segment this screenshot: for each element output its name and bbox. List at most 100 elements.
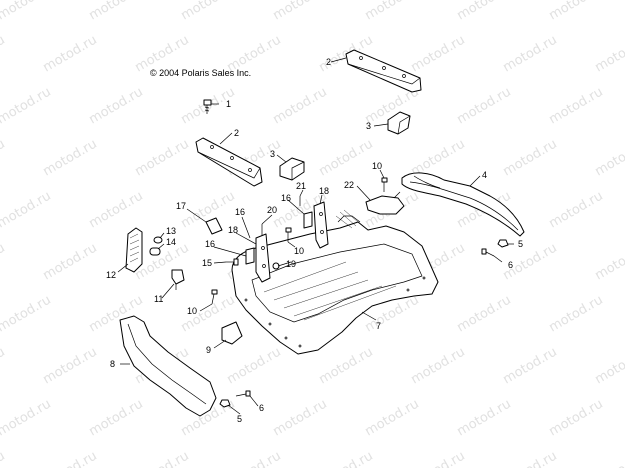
part-13-clip [153, 236, 163, 244]
watermark-text: motod.ru [0, 345, 8, 388]
part-3-left-small-bracket [279, 157, 305, 181]
callout-2: 2 [234, 128, 239, 138]
watermark-text: motod.ru [409, 449, 468, 468]
watermark-text: motod.ru [363, 0, 422, 23]
watermark-text: motod.ru [593, 137, 625, 180]
callout-17: 17 [176, 201, 186, 211]
part-10-upper-bolt [381, 177, 388, 192]
callout-16: 16 [281, 193, 291, 203]
part-7-floor-pan [231, 209, 439, 355]
watermark-text: motod.ru [41, 241, 100, 284]
watermark-text: motod.ru [41, 345, 100, 388]
callout-10: 10 [372, 161, 382, 171]
watermark-text: motod.ru [0, 0, 54, 23]
part-11-connector [171, 269, 185, 290]
callout-11: 11 [154, 294, 163, 304]
watermark-text: motod.ru [593, 449, 625, 468]
callout-20: 20 [267, 205, 277, 215]
watermark-text: motod.ru [547, 0, 606, 23]
watermark-text: motod.ru [0, 241, 8, 284]
part-14-grommet [149, 247, 161, 256]
callout-6: 6 [508, 260, 513, 270]
watermark-text: motod.ru [363, 397, 422, 440]
watermark-text: motod.ru [409, 345, 468, 388]
part-5-nut-bottom [219, 399, 231, 408]
part-18-bracket-right [313, 201, 329, 249]
part-15-screw [226, 258, 239, 266]
watermark-text: motod.ru [317, 345, 376, 388]
watermark-text: motod.ru [0, 293, 54, 336]
watermark-text: motod.ru [547, 189, 606, 232]
watermark-text: motod.ru [0, 189, 54, 232]
watermark-text: motod.ru [593, 345, 625, 388]
watermark-text: motod.ru [501, 33, 560, 76]
watermark-text: motod.ru [455, 397, 514, 440]
watermark-text: motod.ru [271, 397, 330, 440]
watermark-text: motod.ru [455, 293, 514, 336]
part-6-bolt-right [481, 248, 495, 257]
callout-21: 21 [296, 181, 306, 191]
watermark-text: motod.ru [133, 449, 192, 468]
watermark-text: motod.ru [0, 137, 8, 180]
watermark-text: motod.ru [593, 33, 625, 76]
callout-1: 1 [226, 99, 231, 109]
watermark-text: motod.ru [41, 137, 100, 180]
callout-5: 5 [518, 239, 523, 249]
part-22-plate [365, 191, 405, 215]
callout-4: 4 [482, 170, 487, 180]
callout-10: 10 [294, 246, 304, 256]
callout-18: 18 [319, 186, 329, 196]
part-2-left-bracket [195, 137, 263, 187]
callout-3: 3 [366, 121, 371, 131]
watermark-text: motod.ru [547, 85, 606, 128]
watermark-text: motod.ru [87, 189, 146, 232]
watermark-text: motod.ru [317, 449, 376, 468]
watermark-text: motod.ru [225, 449, 284, 468]
callout-5: 5 [237, 414, 242, 424]
part-12-side-panel [125, 227, 143, 273]
watermark-text: motod.ru [0, 449, 8, 468]
watermark-text: motod.ru [0, 397, 54, 440]
watermark-text: motod.ru [501, 449, 560, 468]
part-2-upper-bracket [345, 49, 422, 93]
callout-18: 18 [228, 225, 238, 235]
watermark-text: motod.ru [455, 85, 514, 128]
copyright-text: © 2004 Polaris Sales Inc. [150, 68, 251, 78]
part-5-nut-right [497, 239, 509, 248]
callout-8: 8 [110, 359, 115, 369]
part-10-lower-bolt [211, 289, 218, 305]
callout-16: 16 [235, 207, 245, 217]
part-16-plate-a [303, 211, 313, 229]
watermark-text: motod.ru [317, 137, 376, 180]
callout-19: 19 [286, 259, 296, 269]
part-1-bolt [203, 99, 212, 114]
watermark-text: motod.ru [41, 33, 100, 76]
watermark-text: motod.ru [547, 293, 606, 336]
callout-3: 3 [270, 149, 275, 159]
watermark-text: motod.ru [133, 137, 192, 180]
part-10-mid-bolt [285, 227, 292, 242]
part-3-upper-small-bracket [387, 111, 411, 135]
watermark-text: motod.ru [41, 449, 100, 468]
callout-12: 12 [106, 270, 116, 280]
part-4-right-fender [401, 172, 525, 237]
watermark-text: motod.ru [87, 397, 146, 440]
watermark-text: motod.ru [409, 33, 468, 76]
callout-7: 7 [376, 321, 381, 331]
callout-22: 22 [344, 180, 354, 190]
watermark-text: motod.ru [501, 137, 560, 180]
callout-13: 13 [166, 226, 176, 236]
callout-15: 15 [202, 258, 212, 268]
leader-lines [117, 57, 514, 415]
watermark-text: motod.ru [547, 397, 606, 440]
watermark-text: motod.ru [179, 0, 238, 23]
callout-2: 2 [326, 57, 331, 67]
callout-10: 10 [187, 306, 197, 316]
watermark-text: motod.ru [501, 345, 560, 388]
watermark-text: motod.ru [0, 33, 8, 76]
part-16-plate-b [245, 247, 255, 265]
watermark-text: motod.ru [87, 0, 146, 23]
watermark-text: motod.ru [271, 85, 330, 128]
watermark-text: motod.ru [593, 241, 625, 284]
